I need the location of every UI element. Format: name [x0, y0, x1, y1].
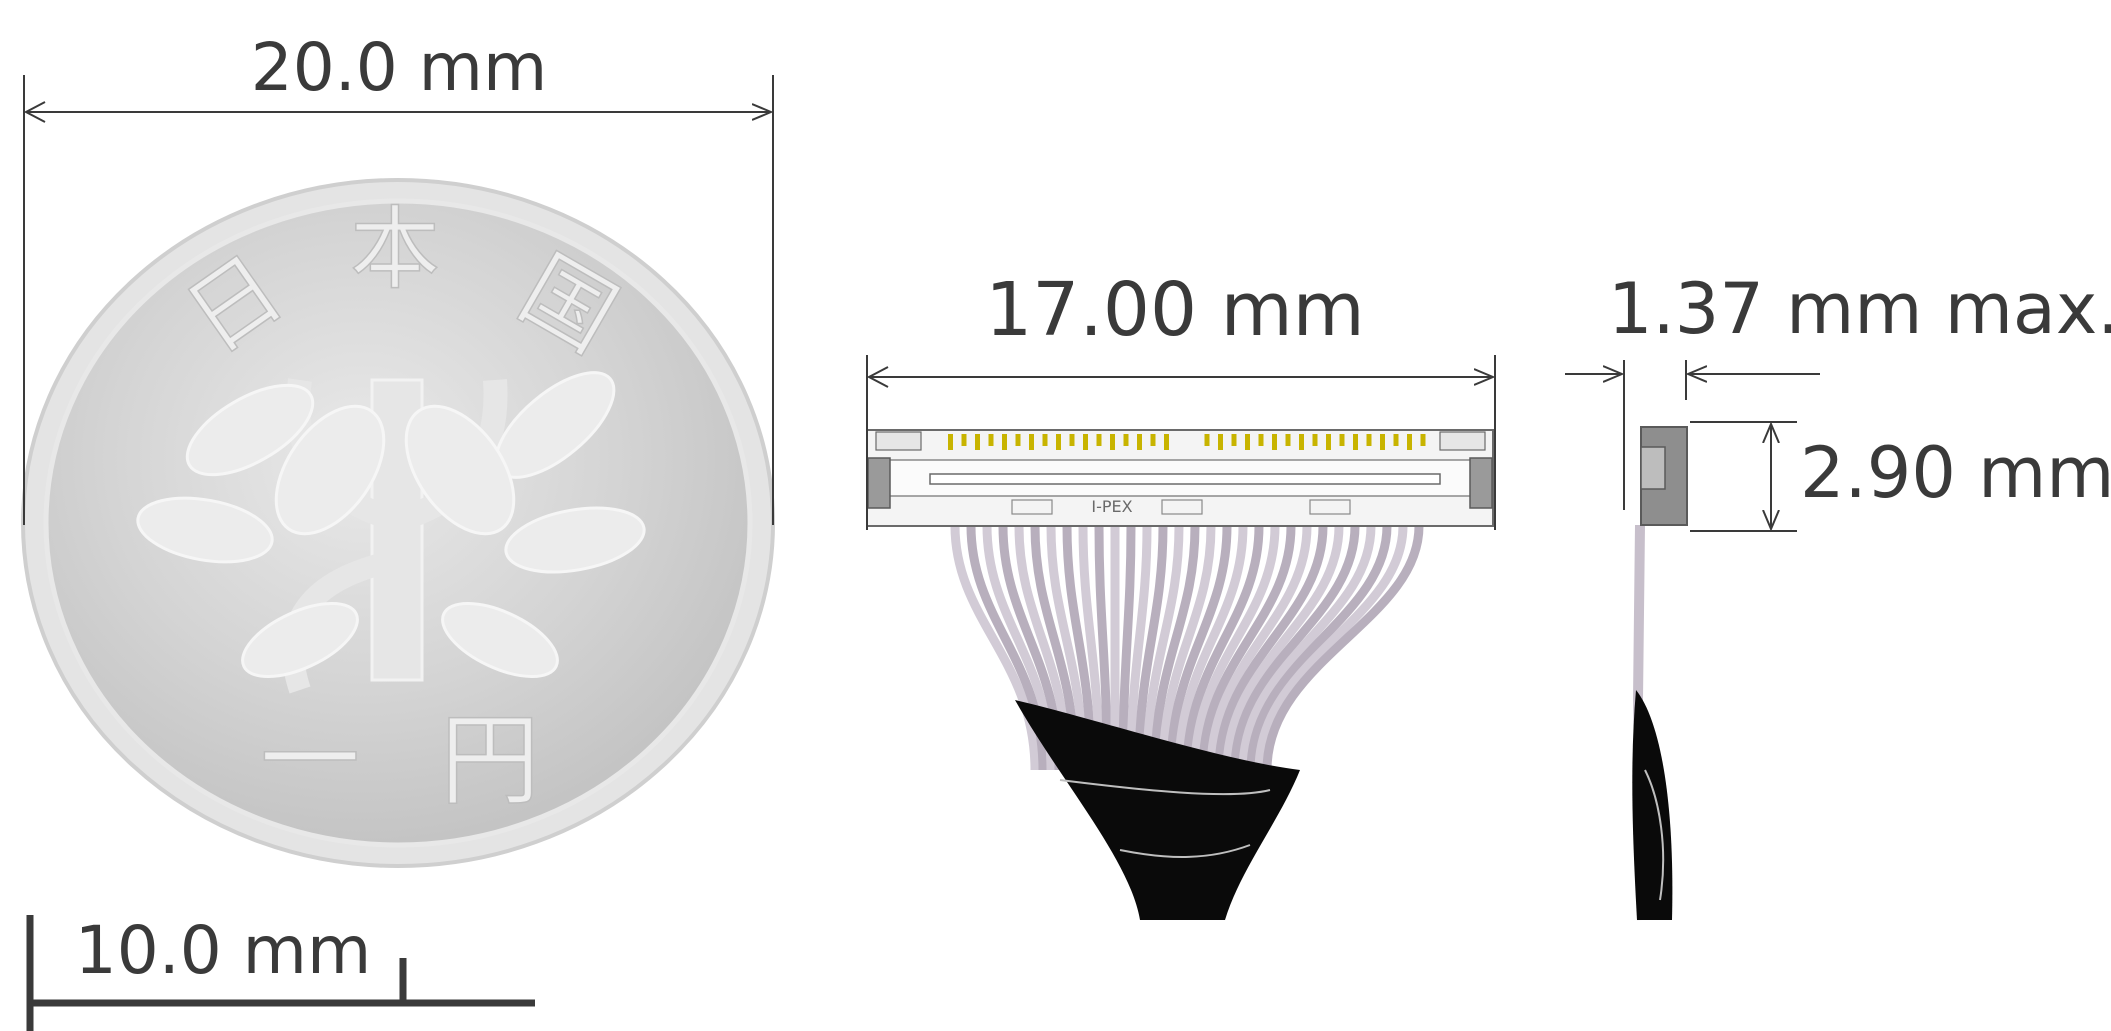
contact-pin [975, 434, 980, 450]
coin-character-hon: 本 [350, 197, 440, 302]
contact-pin [1096, 434, 1102, 446]
contact-pin [1137, 434, 1142, 450]
contact-pin [1285, 434, 1291, 446]
cable-wire [1182, 525, 1264, 771]
contact-pin [1002, 434, 1007, 450]
contact-pin [961, 434, 967, 446]
contact-pin [1326, 434, 1331, 450]
cable-wire [1214, 525, 1328, 771]
contact-pin [1218, 434, 1223, 450]
cable-wires [950, 525, 1424, 771]
connector-thickness-label: 1.37 mm max. [1608, 268, 2111, 350]
contact-pin [1150, 434, 1156, 446]
contact-pin [1069, 434, 1075, 446]
cable-wire [950, 525, 1040, 771]
connector-thickness-dimension [1565, 360, 1820, 510]
contact-pin [1353, 434, 1358, 450]
contact-pin [1083, 434, 1088, 450]
cable-wire [1134, 525, 1168, 771]
cable-wire [1262, 525, 1424, 771]
contact-pins [948, 434, 1426, 450]
coin-diameter-label: 20.0 mm [251, 29, 548, 106]
contact-pin [1366, 434, 1372, 446]
connector-front-view: I-PEX [866, 429, 1494, 920]
cable-wire [1158, 525, 1216, 771]
contact-pin [1339, 434, 1345, 446]
cable-wire [1166, 525, 1232, 771]
cable-wire [1150, 525, 1200, 771]
one-yen-coin: 日 本 国 一 円 [21, 178, 775, 868]
scale-bar-label: 10.0 mm [75, 912, 372, 989]
scale-bar [26, 915, 535, 1031]
contact-pin [1123, 434, 1129, 446]
contact-pin [1042, 434, 1048, 446]
cable-wire [1246, 525, 1392, 771]
contact-pin [1056, 434, 1061, 450]
cable-wire [1230, 525, 1360, 771]
contact-pin [1164, 434, 1169, 450]
cable-wire [1222, 525, 1344, 771]
contact-pin [948, 434, 953, 450]
connector-height-dimension [1690, 421, 1797, 532]
contact-pin [1231, 434, 1237, 446]
coin-character-en: 円 [440, 702, 540, 819]
cable-wire [1238, 525, 1376, 771]
coin-character-ichi: 一 [260, 702, 360, 819]
contact-pin [1110, 434, 1115, 450]
connector-height-label: 2.90 mm [1800, 432, 2111, 514]
cable-jacket [1015, 700, 1300, 920]
cable-wire [1206, 525, 1312, 771]
connector-width-dimension [866, 355, 1496, 530]
contact-pin [988, 434, 994, 446]
brand-mark: I-PEX [1091, 497, 1132, 516]
contact-pin [1204, 434, 1210, 446]
contact-pin [1258, 434, 1264, 446]
sapling-emblem-icon [136, 371, 646, 694]
cable-wire [1190, 525, 1280, 771]
connector-side-view [1632, 426, 1688, 921]
connector-width-label: 17.00 mm [985, 267, 1365, 353]
cable-wire [1174, 525, 1248, 771]
cable-wire [1254, 525, 1408, 771]
contact-pin [1245, 434, 1250, 450]
coin-diameter-dimension [23, 75, 774, 525]
contact-pin [1272, 434, 1277, 450]
contact-pin [1380, 434, 1385, 450]
contact-pin [1015, 434, 1021, 446]
contact-pin [1407, 434, 1412, 450]
contact-pin [1312, 434, 1318, 446]
contact-pin [1029, 434, 1034, 450]
cable-wire [1142, 525, 1184, 771]
cable-wire [1198, 525, 1296, 771]
contact-pin [1299, 434, 1304, 450]
contact-pin [1420, 434, 1426, 446]
contact-pin [1393, 434, 1399, 446]
